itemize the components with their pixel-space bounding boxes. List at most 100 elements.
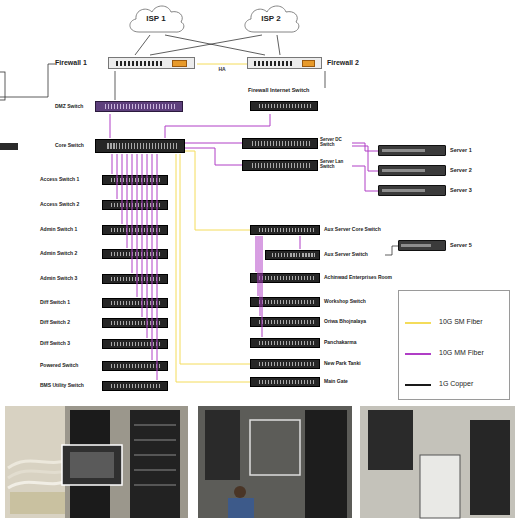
switch-node: Achinwad Enterprises Room <box>250 272 395 284</box>
cable-tray <box>10 492 65 514</box>
person-head <box>234 486 246 498</box>
switch-node: Diff Switch 2 <box>40 317 170 329</box>
legend-line-sample <box>405 353 431 355</box>
cable-line <box>325 71 326 88</box>
switch-node: DMZ Switch <box>55 100 183 114</box>
switch-device <box>102 249 168 259</box>
cable-line <box>277 35 280 55</box>
cable-line <box>137 154 138 297</box>
cable-line <box>197 64 247 65</box>
wall-rack <box>368 410 413 470</box>
isp-label: ISP 1 <box>125 14 187 23</box>
cable-line <box>135 35 150 55</box>
switch-device <box>250 297 320 307</box>
open-rack-frame <box>250 420 300 475</box>
switch-node: Main Gate <box>250 376 395 388</box>
server-device <box>378 145 446 156</box>
cable-line <box>262 236 263 337</box>
device-label: Firewall 1 <box>55 59 107 66</box>
device-label: Server 3 <box>450 188 478 194</box>
rack <box>205 410 240 480</box>
device-label: Server 1 <box>450 148 478 154</box>
switch-node: Server Lan Switch <box>242 158 352 172</box>
device-label: Firewall Internet Switch <box>248 88 338 94</box>
switch-device <box>242 138 318 149</box>
device-label: Panchakarma <box>324 340 396 345</box>
switch-node: Workshop Switch <box>250 296 395 308</box>
switch-device <box>250 377 320 387</box>
cable-line <box>152 154 153 360</box>
switch-node: Access Switch 1 <box>40 174 170 186</box>
legend-text: 1G Copper <box>439 380 473 387</box>
legend-line-sample <box>405 322 431 324</box>
device-label: Main Gate <box>324 379 396 384</box>
switch-node: Aux Server Switch <box>265 249 385 261</box>
switch-device <box>102 200 168 210</box>
cloud-node: ISP 2 <box>240 3 302 35</box>
server-node: Server 2 <box>378 165 478 177</box>
switch-device <box>102 225 168 235</box>
firewall-node: Firewall 1 <box>55 55 197 71</box>
cable-line <box>258 236 259 296</box>
cropped-device <box>0 143 18 150</box>
switch-device <box>102 175 168 185</box>
firewall-device <box>247 57 322 69</box>
switch-node: Server DC Switch <box>242 137 352 151</box>
device-label: Achinwad Enterprises Room <box>324 275 396 280</box>
cable-line <box>147 154 148 338</box>
legend-text: 10G MM Fiber <box>439 349 484 356</box>
cable-line <box>112 154 113 174</box>
switch-device <box>242 160 318 171</box>
device-label: New Park Tanki <box>324 361 396 366</box>
cable-line <box>157 154 158 380</box>
device-label: Oriwa Bhojnalaya <box>324 319 396 324</box>
device-label: Server Lan Switch <box>320 160 352 169</box>
photo-background <box>198 406 352 518</box>
switch-device <box>250 338 320 348</box>
switch-device <box>265 250 320 260</box>
inset-photo <box>62 445 122 485</box>
device-label: Access Switch 1 <box>40 177 102 182</box>
rack <box>470 420 510 515</box>
inset-detail <box>70 452 114 478</box>
server-node: Server 3 <box>378 185 478 197</box>
firewall-node: Firewall 2 <box>247 55 380 71</box>
device-label: Access Switch 2 <box>40 202 102 207</box>
switch-device <box>250 317 320 327</box>
switch-device <box>250 273 320 283</box>
legend-line-sample <box>405 384 431 386</box>
photo-background <box>360 406 515 518</box>
legend-row: 10G SM Fiber <box>405 317 509 329</box>
cable-line <box>150 35 262 55</box>
switch-node: Aux Server Core Switch <box>250 224 400 236</box>
device-label: Server 5 <box>450 243 488 249</box>
photo-background <box>5 406 188 518</box>
switch-node: Admin Switch 3 <box>40 273 170 285</box>
device-label: Admin Switch 2 <box>40 251 102 256</box>
link-label: HA <box>218 66 225 72</box>
rack <box>130 410 180 518</box>
cable-line <box>185 151 250 230</box>
switch-node: Access Switch 2 <box>40 199 170 211</box>
switch-device <box>102 298 168 308</box>
cable-line <box>142 154 143 317</box>
switch-node: New Park Tanki <box>250 358 395 370</box>
device-label: Firewall 2 <box>327 59 380 66</box>
cloud-node: ISP 1 <box>125 3 187 35</box>
legend-text: 10G SM Fiber <box>439 318 483 325</box>
cable-line <box>117 154 118 199</box>
uplink-wire <box>0 64 55 97</box>
cable-line <box>352 166 378 191</box>
switch-device <box>250 101 318 111</box>
device-label: Diff Switch 2 <box>40 320 102 325</box>
switch-node: Diff Switch 1 <box>40 297 170 309</box>
device-label: Diff Switch 1 <box>40 300 102 305</box>
switch-device <box>102 339 168 349</box>
cable-line <box>385 246 398 255</box>
device-label: Admin Switch 1 <box>40 227 102 232</box>
switch-node: Diff Switch 3 <box>40 338 170 350</box>
server-node: Server 1 <box>378 145 478 157</box>
device-label: Server DC Switch <box>320 138 352 147</box>
